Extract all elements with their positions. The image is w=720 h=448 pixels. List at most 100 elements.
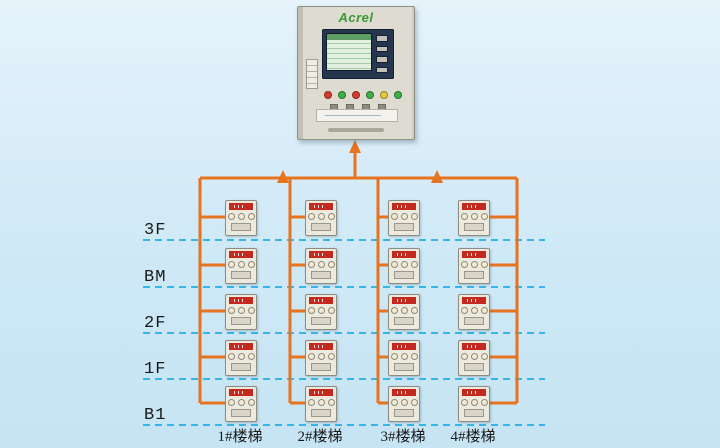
screen-keys xyxy=(374,35,390,73)
device-label-bar xyxy=(311,317,331,325)
door-monitor-device xyxy=(458,248,490,284)
door-monitor-device xyxy=(305,200,337,236)
device-label-bar xyxy=(311,409,331,417)
door-monitor-device xyxy=(305,248,337,284)
device-indicator-dots xyxy=(306,307,336,314)
device-alarm-strip xyxy=(392,343,416,350)
device-alarm-strip xyxy=(309,203,333,210)
device-indicator-dots xyxy=(459,399,489,406)
device-indicator-dots xyxy=(226,399,256,406)
device-indicator-dots xyxy=(389,213,419,220)
device-label-bar xyxy=(394,271,414,279)
device-label-bar xyxy=(394,409,414,417)
device-label-bar xyxy=(231,223,251,231)
device-label-bar xyxy=(464,409,484,417)
door-monitor-device xyxy=(225,294,257,330)
device-label-bar xyxy=(394,223,414,231)
device-alarm-strip xyxy=(229,297,253,304)
device-indicator-dots xyxy=(389,399,419,406)
device-label-bar xyxy=(464,271,484,279)
door-monitor-device xyxy=(388,386,420,422)
door-monitor-device xyxy=(225,248,257,284)
door-monitor-device xyxy=(388,340,420,376)
device-alarm-strip xyxy=(462,389,486,396)
door-monitor-device xyxy=(458,200,490,236)
device-indicator-dots xyxy=(389,353,419,360)
stair-label: 1#楼梯 xyxy=(217,429,263,445)
door-monitor-device xyxy=(388,294,420,330)
device-label-bar xyxy=(231,363,251,371)
stair-label: 2#楼梯 xyxy=(297,429,343,445)
device-label-bar xyxy=(231,317,251,325)
door-monitor-device xyxy=(305,340,337,376)
arrow-up-to-cabinet xyxy=(349,140,361,153)
device-indicator-dots xyxy=(459,307,489,314)
device-alarm-strip xyxy=(309,389,333,396)
device-alarm-strip xyxy=(392,297,416,304)
device-alarm-strip xyxy=(229,343,253,350)
door-monitor-device xyxy=(458,340,490,376)
device-indicator-dots xyxy=(459,353,489,360)
door-monitor-device xyxy=(225,386,257,422)
device-indicator-dots xyxy=(226,213,256,220)
device-label-bar xyxy=(311,363,331,371)
device-indicator-dots xyxy=(306,353,336,360)
device-alarm-strip xyxy=(392,251,416,258)
floor-label: BM xyxy=(144,268,167,287)
device-indicator-dots xyxy=(389,307,419,314)
floor-label: 3F xyxy=(144,221,167,240)
floor-label: B1 xyxy=(144,406,167,425)
monitor-cabinet: Acrel xyxy=(297,6,415,140)
device-indicator-dots xyxy=(306,261,336,268)
device-indicator-dots xyxy=(226,307,256,314)
door-monitor-device xyxy=(388,248,420,284)
device-alarm-strip xyxy=(309,343,333,350)
device-indicator-dots xyxy=(226,261,256,268)
device-indicator-dots xyxy=(306,399,336,406)
door-monitor-device xyxy=(305,386,337,422)
device-indicator-dots xyxy=(459,213,489,220)
device-alarm-strip xyxy=(462,343,486,350)
door-monitor-device xyxy=(458,386,490,422)
device-label-bar xyxy=(311,223,331,231)
bus-lines xyxy=(198,150,519,405)
paper-slot xyxy=(328,128,384,132)
device-alarm-strip xyxy=(309,297,333,304)
stair-label: 4#楼梯 xyxy=(450,429,496,445)
stair-label: 3#楼梯 xyxy=(380,429,426,445)
device-alarm-strip xyxy=(229,251,253,258)
brand-logo: Acrel xyxy=(338,10,374,25)
door-monitor-device xyxy=(225,340,257,376)
door-monitor-device xyxy=(458,294,490,330)
device-label-bar xyxy=(394,317,414,325)
cabinet-screen xyxy=(322,29,394,79)
device-label-bar xyxy=(394,363,414,371)
device-alarm-strip xyxy=(309,251,333,258)
device-label-bar xyxy=(311,271,331,279)
device-label-bar xyxy=(231,271,251,279)
device-indicator-dots xyxy=(306,213,336,220)
device-alarm-strip xyxy=(229,203,253,210)
device-label-bar xyxy=(464,317,484,325)
floor-label: 2F xyxy=(144,314,167,333)
lcd-display xyxy=(326,33,372,71)
device-label-bar xyxy=(231,409,251,417)
door-monitor-device xyxy=(388,200,420,236)
device-alarm-strip xyxy=(392,203,416,210)
device-label-bar xyxy=(464,223,484,231)
floor-label: 1F xyxy=(144,360,167,379)
device-alarm-strip xyxy=(229,389,253,396)
door-monitor-device xyxy=(225,200,257,236)
device-alarm-strip xyxy=(462,203,486,210)
device-indicator-dots xyxy=(226,353,256,360)
arrow-up-left xyxy=(277,170,289,183)
device-alarm-strip xyxy=(462,251,486,258)
door-monitor-device xyxy=(305,294,337,330)
device-alarm-strip xyxy=(462,297,486,304)
level-gauge xyxy=(306,59,318,89)
device-indicator-dots xyxy=(459,261,489,268)
device-alarm-strip xyxy=(392,389,416,396)
nameplate xyxy=(316,109,398,122)
